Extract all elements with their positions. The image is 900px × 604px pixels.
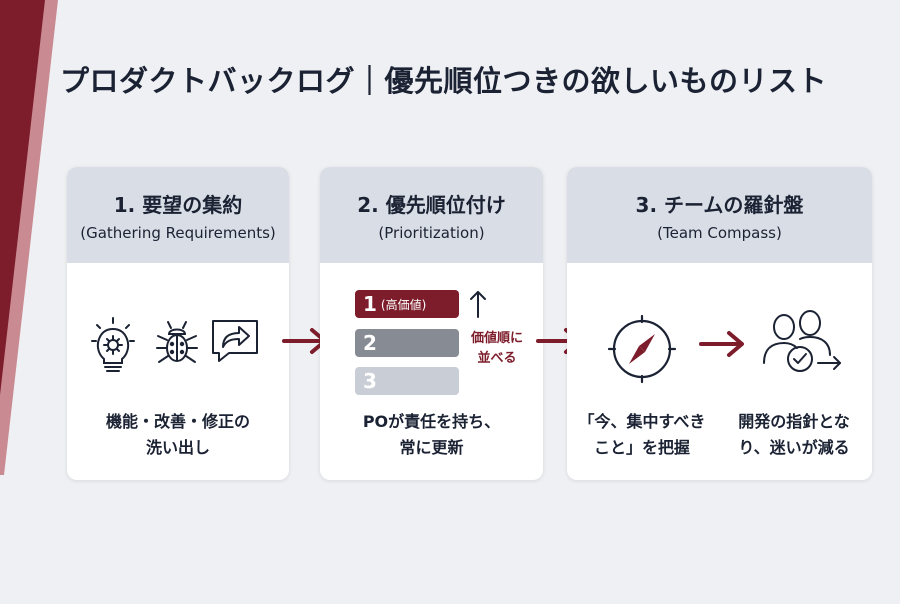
caption-line: 洗い出し <box>145 438 210 457</box>
sort-label-line: 並べる <box>477 351 517 366</box>
rank-note: (高価値) <box>380 297 427 312</box>
caption-line: POが責任を持ち、 <box>362 412 501 431</box>
rank-bar-3: 3 <box>355 367 459 395</box>
card-header: 2. 優先順位付け (Prioritization) <box>320 167 543 263</box>
step-caption-left: 「今、集中すべき こと」を把握 <box>567 409 717 461</box>
card-title: 1. 要望の集約 <box>113 192 243 217</box>
arrow-up-icon <box>470 291 486 318</box>
sort-label: 価値順に 並べる <box>465 329 529 369</box>
card-subtitle: (Gathering Requirements) <box>80 223 276 242</box>
compass-icon <box>607 314 677 384</box>
card-header: 1. 要望の集約 (Gathering Requirements) <box>67 167 289 263</box>
card-header: 3. チームの羅針盤 (Team Compass) <box>567 167 872 263</box>
step-card-gathering: 1. 要望の集約 (Gathering Requirements) <box>67 167 289 480</box>
step-card-team-compass: 3. チームの羅針盤 (Team Compass) <box>567 167 872 480</box>
step-caption: 機能・改善・修正の 洗い出し <box>67 409 289 461</box>
rank-bar-1: 1 (高価値) <box>355 290 459 318</box>
caption-line: 開発の指針とな <box>738 412 850 431</box>
lightbulb-gear-icon <box>91 317 135 372</box>
page-title: プロダクトバックログ｜優先順位つきの欲しいものリスト <box>60 64 828 98</box>
rank-number: 1 <box>363 292 377 316</box>
team-check-icon <box>763 310 841 372</box>
caption-line: り、迷いが減る <box>738 438 850 457</box>
step-caption: POが責任を持ち、 常に更新 <box>320 409 543 461</box>
rank-number: 3 <box>363 369 377 393</box>
caption-line: 機能・改善・修正の <box>105 412 250 431</box>
caption-line: 「今、集中すべき <box>578 412 706 431</box>
card-title: 3. チームの羅針盤 <box>635 192 804 217</box>
card-title: 2. 優先順位付け <box>357 192 506 217</box>
sort-label-line: 価値順に <box>470 331 523 346</box>
rank-bar-2: 2 <box>355 329 459 357</box>
card-subtitle: (Team Compass) <box>657 223 782 242</box>
accent-stripe <box>0 0 58 475</box>
card-subtitle: (Prioritization) <box>378 223 485 242</box>
bug-icon <box>156 321 198 363</box>
rank-number: 2 <box>363 331 377 355</box>
step-caption-right: 開発の指針とな り、迷いが減る <box>724 409 864 461</box>
caption-line: こと」を把握 <box>593 438 690 457</box>
step-card-prioritization: 2. 優先順位付け (Prioritization) 1 (高価値) 2 3 価… <box>320 167 543 480</box>
share-arrow-icon <box>212 320 258 362</box>
caption-line: 常に更新 <box>399 438 464 457</box>
flow-arrow-icon <box>699 331 744 357</box>
